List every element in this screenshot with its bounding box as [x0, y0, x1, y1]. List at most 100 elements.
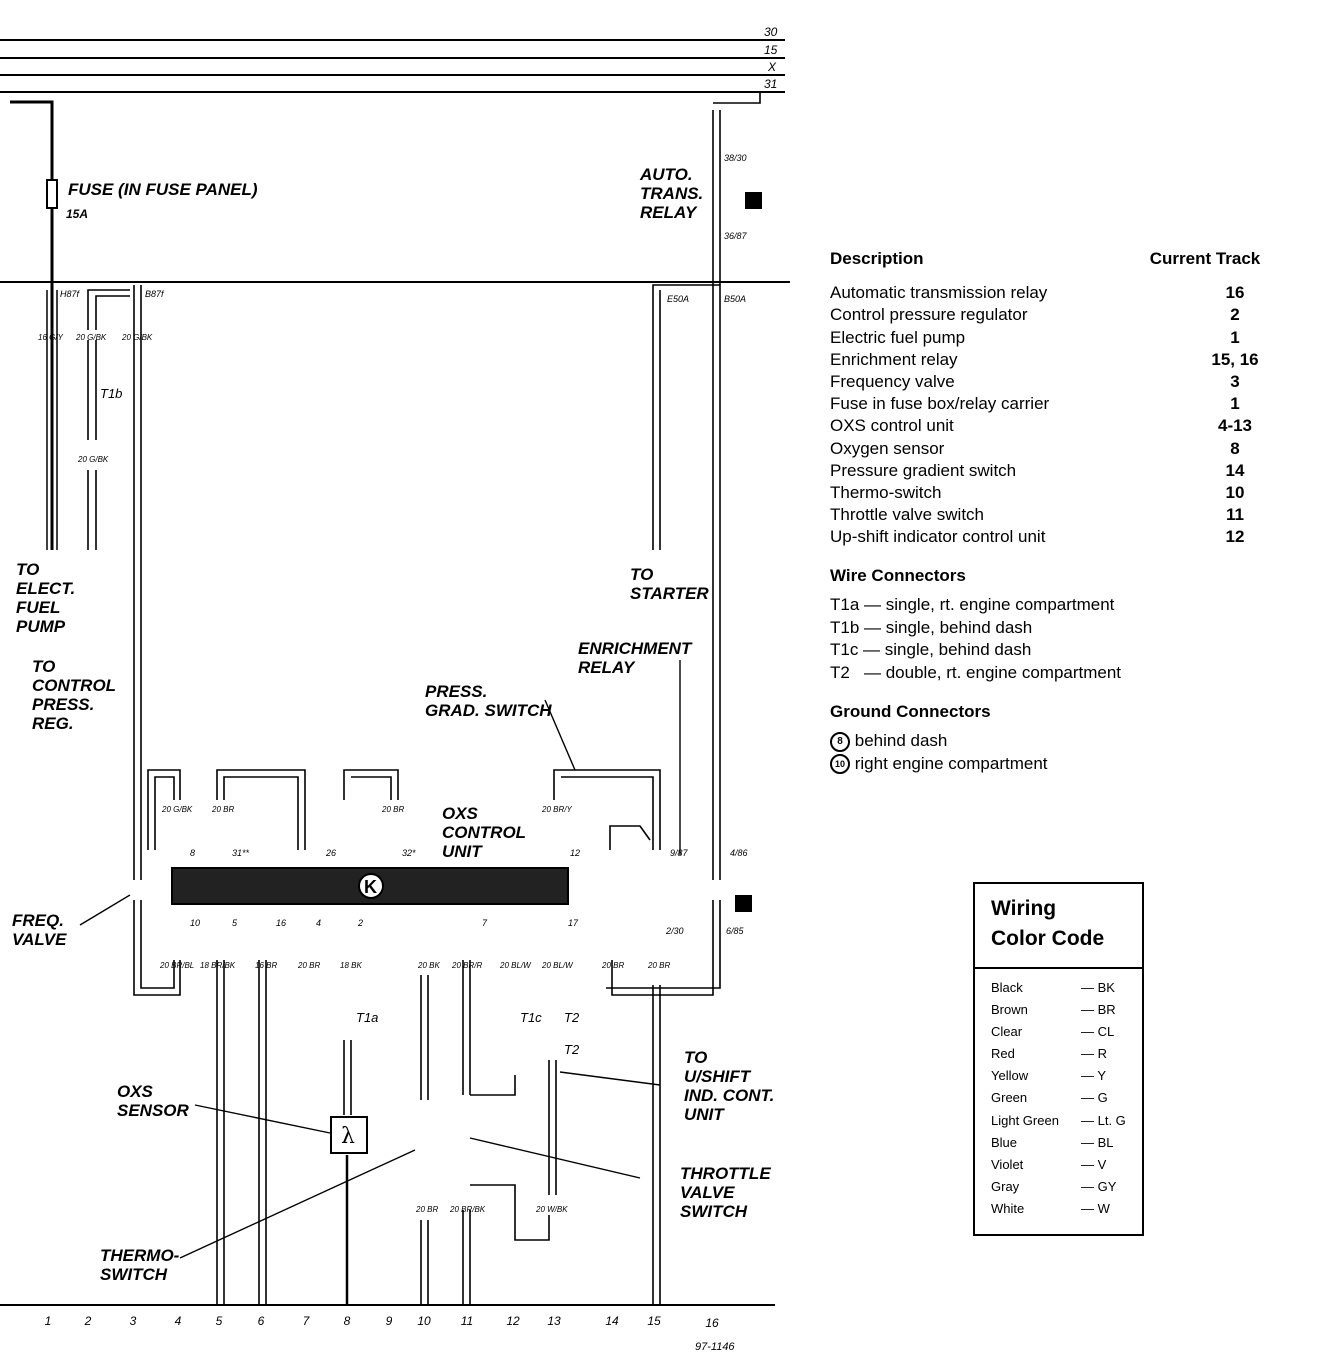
track-10: 10: [417, 1314, 431, 1328]
legend-desc: Up-shift indicator control unit: [830, 527, 1046, 547]
wire-label-18: 20 BR: [601, 961, 624, 970]
track-8: 8: [344, 1314, 351, 1328]
wire-label-21: 20 BR/BK: [449, 1205, 486, 1214]
color-code-row: Violet — V: [975, 1154, 1142, 1176]
wire-label-10: 18 BR/BK: [200, 961, 236, 970]
legend-track: 8: [1230, 438, 1240, 458]
wire-connector-t1c: T1c — single, behind dash: [830, 640, 1032, 660]
legend-desc: Frequency valve: [830, 371, 955, 391]
leader-lines: [79, 660, 681, 1259]
track-6: 6: [258, 1314, 265, 1328]
track-12: 12: [506, 1314, 520, 1328]
color-code-row: Green— G: [975, 1087, 1142, 1109]
pin-label-4: 4: [316, 918, 321, 928]
color-name: Black: [991, 980, 1023, 995]
legend-desc: Control pressure regulator: [830, 305, 1028, 325]
track-5: 5: [216, 1314, 223, 1328]
press-grad-switch-label: PRESS. GRAD. SWITCH: [425, 682, 552, 720]
freq-valve-label: FREQ. VALVE: [12, 911, 67, 949]
connector-t1a: T1a: [356, 1010, 378, 1025]
color-abbr: — GY: [1081, 1178, 1117, 1194]
component-legend: Description Current Track Automatic tran…: [830, 248, 1275, 775]
pin-label-12: 12: [570, 848, 580, 858]
color-name: Light Green: [991, 1112, 1059, 1128]
terminal-e50a: E50A: [667, 294, 689, 304]
legend-track: 1: [1230, 327, 1240, 347]
control-unit-letter: K: [364, 877, 377, 897]
track-13: 13: [547, 1314, 561, 1328]
color-code-row: Black— BK: [975, 977, 1142, 999]
color-abbr: — W: [1081, 1200, 1110, 1216]
legend-row: Electric fuel pump 1: [830, 327, 1275, 349]
track-4: 4: [175, 1314, 182, 1328]
color-code-row: Blue — BL: [975, 1132, 1142, 1154]
wire-label-11: 16 BR: [255, 961, 277, 970]
legend-desc: Pressure gradient switch: [830, 460, 1017, 480]
color-code-title: Wiring Color Code: [975, 884, 1142, 969]
color-name: Blue: [991, 1134, 1018, 1150]
legend-track: 12: [1225, 527, 1245, 547]
figure-code: 97-1146: [695, 1341, 735, 1353]
pin-label-6-85: 6/85: [726, 926, 745, 936]
color-name: Gray: [991, 1178, 1020, 1194]
terminal-h87f: H87f: [60, 289, 81, 299]
wire-label-9: 20 BR/BL: [159, 961, 194, 970]
color-name: Violet: [991, 1156, 1024, 1172]
to-starter-label: TO STARTER: [630, 565, 709, 603]
wire-label-16: 20 BL/W: [499, 961, 532, 970]
track-16: 16: [705, 1316, 719, 1330]
connector-t2-b: T2: [564, 1042, 580, 1057]
legend-desc: Electric fuel pump: [830, 327, 966, 347]
ground-symbol-icon: 10: [830, 754, 850, 775]
relay-terminal-3687: 36/87: [724, 231, 748, 241]
connector-t1c: T1c: [520, 1010, 542, 1025]
ground-connector-text: behind dash: [854, 731, 948, 751]
track-7: 7: [303, 1314, 311, 1328]
wire-label-22: 20 W/BK: [535, 1205, 568, 1214]
color-code-row: Yellow— Y: [975, 1065, 1142, 1087]
legend-track: 4-13: [1217, 416, 1253, 436]
color-abbr: — BR: [1081, 1002, 1116, 1018]
legend-track: 10: [1225, 482, 1245, 502]
oxs-sensor-symbol: [330, 1116, 368, 1154]
pin-label-9-87: 9/87: [670, 848, 689, 858]
wire-connector-t2: T2 — double, rt. engine compartment: [830, 662, 1122, 682]
color-abbr: — R: [1081, 1046, 1107, 1062]
bus-lines: [0, 39, 785, 93]
legend-desc: Throttle valve switch: [830, 505, 984, 525]
wire-label-7: 20 BR: [381, 805, 404, 814]
wire-connectors-title: Wire Connectors: [830, 566, 966, 586]
legend-desc: Enrichment relay: [830, 349, 958, 369]
auto-relay-marker: [745, 192, 762, 209]
pin-label-32: 32*: [402, 848, 416, 858]
bus-label-x: X: [767, 60, 777, 74]
track-1: 1: [45, 1314, 52, 1328]
oxs-control-unit-label: OXS CONTROL UNIT: [442, 804, 527, 861]
color-name: Green: [991, 1090, 1028, 1106]
auto-relay-label: AUTO. TRANS. RELAY: [640, 165, 704, 222]
pin-label-31: 31**: [232, 848, 250, 858]
color-abbr: — CL: [1081, 1024, 1115, 1040]
wire-label-1: 16 G/Y: [38, 333, 64, 342]
relay-terminal-3830: 38/30: [724, 153, 747, 163]
color-abbr: — BL: [1081, 1134, 1114, 1150]
pin-label-10: 10: [190, 918, 200, 928]
ground-connector-item: 8 behind dash: [830, 730, 1275, 753]
enrichment-relay-label: ENRICHMENT RELAY: [578, 639, 692, 677]
track-9: 9: [386, 1314, 393, 1328]
throttle-valve-label: THROTTLE VALVE SWITCH: [680, 1164, 771, 1221]
fuse-label: FUSE (IN FUSE PANEL): [68, 180, 258, 199]
wire-connector-t1b: T1b — single, behind dash: [830, 617, 1033, 637]
wire-label-14: 20 BK: [417, 961, 440, 970]
ground-connector-item: 10 right engine compartment: [830, 753, 1275, 776]
legend-track: 1: [1230, 394, 1240, 414]
color-abbr: — V: [1081, 1156, 1107, 1172]
pin-label-7: 7: [482, 918, 488, 928]
wire-label-13: 18 BK: [340, 961, 362, 970]
